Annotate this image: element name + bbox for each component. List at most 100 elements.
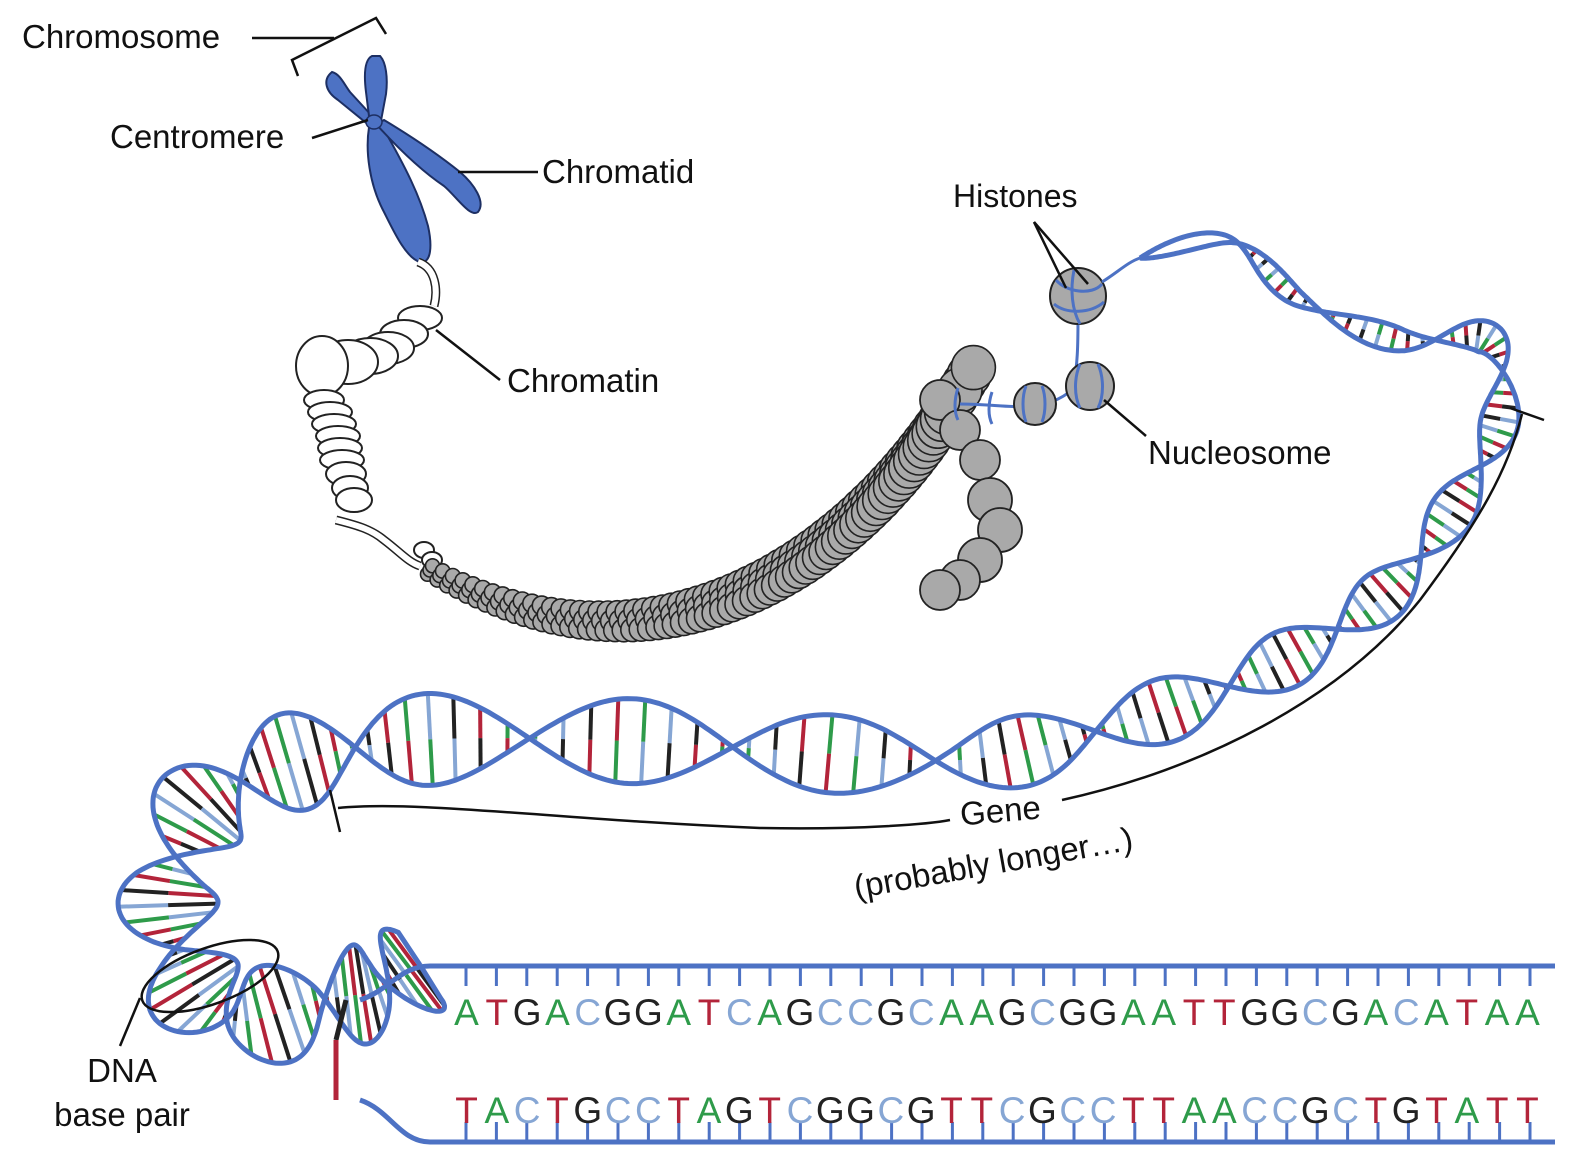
label-chromatid: Chromatid bbox=[542, 153, 695, 190]
base-pair-rung bbox=[1057, 718, 1068, 741]
nucleosome-string bbox=[959, 256, 1141, 426]
nucleotide-bottom: T bbox=[667, 1090, 690, 1131]
nucleotide-bottom: T bbox=[546, 1090, 569, 1131]
base-pair-rung bbox=[1481, 413, 1501, 421]
base-pair-rung bbox=[1182, 676, 1195, 702]
nucleosome-bead bbox=[1013, 382, 1057, 426]
nucleotide-top: A bbox=[939, 992, 964, 1033]
nucleotide-top: A bbox=[1515, 992, 1540, 1033]
nucleotide-bottom: C bbox=[1059, 1090, 1087, 1131]
base-pair-rung bbox=[169, 879, 207, 890]
base-pair-rung bbox=[317, 754, 331, 793]
nucleotide-top: C bbox=[1301, 992, 1329, 1033]
base-pair-rung bbox=[996, 720, 1007, 755]
nucleotide-bottom: G bbox=[815, 1090, 845, 1131]
nucleotide-top: T bbox=[697, 992, 721, 1033]
base-pair-rung bbox=[386, 742, 394, 775]
nucleotide-top: G bbox=[876, 992, 906, 1033]
centromere-pointer bbox=[311, 118, 369, 140]
chromatin-pointer bbox=[435, 329, 501, 381]
nucleotide-top: A bbox=[969, 992, 995, 1033]
nucleotide-top: G bbox=[785, 992, 815, 1033]
base-pair-rung bbox=[1385, 591, 1405, 613]
base-pair-rung bbox=[613, 740, 619, 783]
base-pair-rung bbox=[1362, 609, 1378, 629]
nucleotide-bottom: T bbox=[1425, 1090, 1448, 1131]
base-pair-rung bbox=[977, 730, 985, 759]
nucleosome-bead bbox=[939, 409, 981, 451]
base-pair-rung bbox=[1246, 654, 1259, 675]
base-pair-rung bbox=[192, 817, 235, 847]
nucleotide-top: A bbox=[1121, 992, 1146, 1033]
nucleotide-top: A bbox=[1424, 992, 1449, 1033]
base-pair-rung bbox=[1270, 665, 1286, 692]
base-pair-rung bbox=[1035, 714, 1048, 746]
nucleotide-bottom: T bbox=[940, 1090, 963, 1131]
nucleotide-top: A bbox=[545, 992, 570, 1033]
base-pair-rung bbox=[179, 765, 213, 801]
base-pair-rung bbox=[199, 1011, 217, 1033]
base-pair-rung bbox=[1191, 699, 1204, 725]
base-pair-rung bbox=[301, 1004, 316, 1038]
base-pair-rung bbox=[1063, 739, 1073, 761]
base-pair-rung bbox=[980, 757, 989, 785]
base-pair-rung bbox=[854, 719, 862, 757]
nucleotide-top: A bbox=[1484, 992, 1510, 1033]
base-pair-rung bbox=[587, 739, 593, 774]
base-pair-rung bbox=[639, 741, 646, 784]
nucleotide-bottom: T bbox=[1516, 1090, 1539, 1131]
base-pair-rung bbox=[333, 999, 349, 1041]
nucleotide-bottom: T bbox=[1364, 1090, 1388, 1131]
base-pair-rung bbox=[287, 1008, 307, 1054]
base-pair-rung bbox=[1120, 723, 1130, 742]
nucleotide-bottom: T bbox=[970, 1090, 994, 1131]
nucleotide-top: T bbox=[1455, 992, 1479, 1033]
dna-strand-bottom bbox=[359, 1097, 1555, 1145]
base-pair-rung bbox=[273, 1013, 293, 1063]
nucleotide-top: G bbox=[1240, 992, 1270, 1033]
base-pair-rung bbox=[257, 771, 271, 800]
nucleotide-bottom: G bbox=[1300, 1090, 1330, 1131]
base-pair-rung bbox=[380, 929, 414, 973]
base-pair-rung bbox=[1485, 402, 1503, 409]
chromatin-loop bbox=[335, 487, 373, 513]
nucleotide-top: G bbox=[997, 992, 1027, 1033]
nucleotide-top: G bbox=[633, 992, 663, 1033]
base-pair-rung bbox=[827, 714, 835, 754]
nucleotide-bottom: A bbox=[1211, 1090, 1237, 1131]
base-pair-rung bbox=[191, 957, 236, 987]
chromosome-bracket bbox=[252, 16, 388, 77]
base-pair-rung bbox=[771, 749, 778, 775]
nucleotide-top: C bbox=[574, 992, 602, 1033]
base-pair-rung bbox=[353, 944, 366, 995]
label-nucleosome: Nucleosome bbox=[1148, 434, 1332, 471]
base-pair-rung bbox=[1496, 428, 1516, 439]
base-pair-highlight bbox=[140, 938, 280, 1014]
nucleotide-top: G bbox=[1088, 992, 1118, 1033]
nucleotide-bottom: C bbox=[1241, 1090, 1268, 1131]
base-pair-rung bbox=[694, 722, 700, 745]
base-pair-rung bbox=[665, 743, 672, 779]
base-pair-rung bbox=[247, 973, 263, 1019]
base-pair-rung bbox=[1486, 324, 1499, 340]
base-pair-rung bbox=[1115, 705, 1125, 725]
base-pair-rung bbox=[353, 994, 363, 1044]
base-pair-rung bbox=[1312, 642, 1326, 661]
base-pair-rung bbox=[197, 964, 240, 997]
nucleotide-top: A bbox=[666, 992, 692, 1033]
nucleotide-bottom: A bbox=[484, 1090, 510, 1131]
base-pair-rung bbox=[378, 938, 408, 977]
base-pair-rung bbox=[200, 807, 242, 842]
chromatin-loop bbox=[295, 335, 349, 397]
nucleotide-bottom: G bbox=[1391, 1090, 1421, 1131]
base-pair-rung bbox=[428, 739, 435, 786]
base-pair-rung bbox=[133, 873, 171, 884]
dna-double-helix bbox=[115, 230, 1522, 1066]
nucleotide-top: A bbox=[454, 992, 479, 1033]
histones-pointer-1 bbox=[1032, 221, 1068, 289]
dna-wrap bbox=[987, 391, 994, 425]
nucleotide-bottom: T bbox=[1122, 1090, 1145, 1131]
nucleotide-bottom: C bbox=[1332, 1090, 1359, 1131]
base-pair-rung bbox=[410, 969, 444, 1012]
